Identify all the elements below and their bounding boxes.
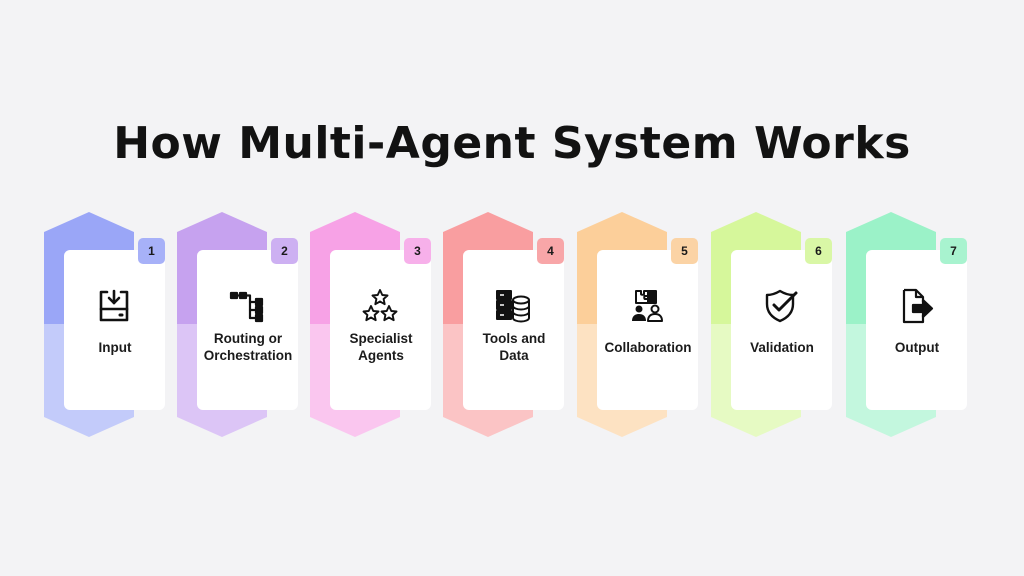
step-validation: 6 Validation bbox=[711, 212, 845, 437]
step-number-badge: 4 bbox=[537, 238, 564, 264]
step-label-line: Routing or bbox=[213, 331, 283, 346]
team-puzzle-icon bbox=[629, 288, 665, 324]
step-label: Output bbox=[854, 339, 980, 356]
step-label-line: Agents bbox=[358, 348, 404, 363]
step-routing-or-orchestration: 2 Routing or Orchestration bbox=[177, 212, 311, 437]
step-label-line: Output bbox=[894, 340, 940, 355]
step-label-line: Data bbox=[499, 348, 529, 363]
step-number-badge: 3 bbox=[404, 238, 431, 264]
step-label-line: Specialist bbox=[349, 331, 413, 346]
step-tools-and-data: 4 Tools and Data bbox=[443, 212, 577, 437]
routing-tree-icon bbox=[229, 288, 265, 324]
step-specialist-agents: 3 Specialist Agents bbox=[310, 212, 444, 437]
step-label: Input bbox=[52, 339, 178, 356]
step-label: Validation bbox=[719, 339, 845, 356]
shield-check-icon bbox=[763, 288, 799, 324]
file-export-icon bbox=[898, 288, 934, 324]
step-label: Specialist Agents bbox=[318, 330, 444, 364]
step-label-line: Validation bbox=[750, 340, 814, 355]
page-title: How Multi-Agent System Works bbox=[113, 118, 911, 169]
step-label-line: Collaboration bbox=[604, 340, 692, 355]
step-card bbox=[64, 250, 165, 410]
step-number-badge: 2 bbox=[271, 238, 298, 264]
step-card bbox=[463, 250, 564, 410]
step-card bbox=[330, 250, 431, 410]
stars-icon bbox=[362, 288, 398, 324]
step-label: Routing or Orchestration bbox=[185, 330, 311, 364]
step-number-badge: 6 bbox=[805, 238, 832, 264]
step-number-badge: 1 bbox=[138, 238, 165, 264]
step-label-line: Input bbox=[98, 340, 132, 355]
step-output: 7 Output bbox=[846, 212, 980, 437]
step-label: Tools and Data bbox=[451, 330, 577, 364]
step-card bbox=[731, 250, 832, 410]
step-collaboration: 5 Collaboration bbox=[577, 212, 711, 437]
step-label-line: Tools and bbox=[482, 331, 546, 346]
step-card bbox=[866, 250, 967, 410]
download-box-icon bbox=[96, 288, 132, 324]
step-label-line: Orchestration bbox=[203, 348, 293, 363]
step-label: Collaboration bbox=[585, 339, 711, 356]
step-number-badge: 5 bbox=[671, 238, 698, 264]
step-number-badge: 7 bbox=[940, 238, 967, 264]
server-database-icon bbox=[495, 288, 531, 324]
step-card bbox=[197, 250, 298, 410]
step-card bbox=[597, 250, 698, 410]
step-input: 1 Input bbox=[44, 212, 178, 437]
